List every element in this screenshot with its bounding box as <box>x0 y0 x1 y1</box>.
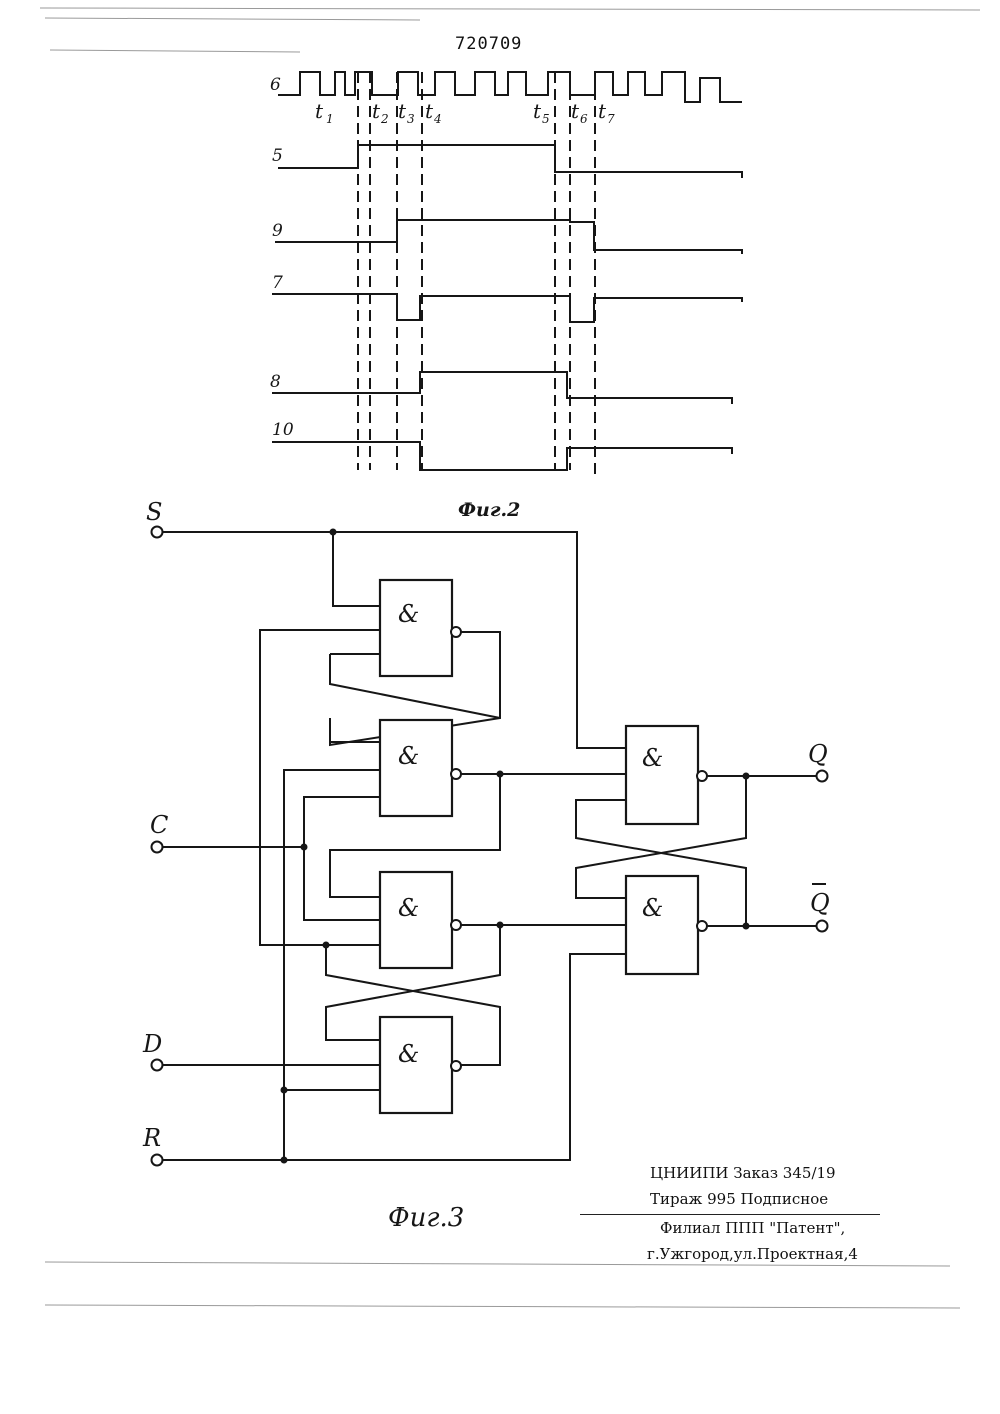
circuit-diagram: & & & & & <box>142 498 830 1233</box>
input-label-d: D <box>142 1030 162 1058</box>
svg-text:&: & <box>398 894 419 922</box>
waveform-6 <box>278 72 742 102</box>
svg-text:2: 2 <box>380 112 389 126</box>
timing-diagram: 6 5 9 7 8 10 t 1 t 2 t 3 t 4 <box>270 72 742 521</box>
waveform-10 <box>272 442 732 470</box>
svg-text:6: 6 <box>580 112 588 126</box>
output-pin-qbar <box>817 921 828 932</box>
time-label-t3: t 3 <box>398 99 415 126</box>
nand-gate-3: & <box>380 872 461 968</box>
time-label-t7: t 7 <box>598 99 615 126</box>
input-pin-c <box>152 842 163 853</box>
nand-gate-output-q: & <box>626 726 707 824</box>
svg-text:&: & <box>398 600 419 628</box>
time-label-t6: t 6 <box>571 99 588 126</box>
signal-label-5: 5 <box>272 146 283 166</box>
output-label-qbar: Q <box>810 884 830 917</box>
waveform-5 <box>278 145 742 178</box>
svg-text:t: t <box>425 99 434 123</box>
svg-text:t: t <box>398 99 407 123</box>
signal-label-10: 10 <box>272 420 294 440</box>
nand-gate-2: & <box>380 720 461 816</box>
imprint-line-1: ЦНИИПИ Заказ 345/19 <box>650 1160 980 1186</box>
fig3-caption: Фиг.3 <box>388 1203 464 1233</box>
signal-label-6: 6 <box>270 75 281 95</box>
circuit-junctions <box>281 529 750 1164</box>
waveform-7 <box>272 294 742 322</box>
time-label-t1: t 1 <box>315 99 334 126</box>
svg-text:3: 3 <box>407 112 415 126</box>
svg-text:t: t <box>372 99 381 123</box>
svg-text:Q: Q <box>810 889 830 917</box>
signal-label-9: 9 <box>272 221 283 241</box>
signal-label-7: 7 <box>272 273 283 293</box>
svg-text:&: & <box>398 742 419 770</box>
input-pin-d <box>152 1060 163 1071</box>
scan-noise <box>40 8 980 1308</box>
nand-gate-1: & <box>380 580 461 676</box>
imprint-line-2: Тираж 995 Подписное <box>650 1186 980 1212</box>
svg-text:1: 1 <box>326 112 334 126</box>
waveform-9 <box>275 220 742 254</box>
time-label-t5: t 5 <box>533 99 550 126</box>
fig2-caption: Фиг.2 <box>458 499 520 521</box>
svg-text:7: 7 <box>607 112 615 126</box>
svg-text:t: t <box>533 99 542 123</box>
svg-text:&: & <box>642 744 663 772</box>
svg-text:4: 4 <box>433 112 442 126</box>
signal-label-8: 8 <box>270 372 281 392</box>
imprint-line-4: г.Ужгород,ул.Проектная,4 <box>647 1241 980 1267</box>
svg-text:t: t <box>598 99 607 123</box>
imprint-line-3: Филиал ППП "Патент", <box>660 1215 980 1241</box>
svg-text:t: t <box>315 99 324 123</box>
svg-text:t: t <box>571 99 580 123</box>
nand-gate-output-qbar: & <box>626 876 707 974</box>
publication-imprint: ЦНИИПИ Заказ 345/19 Тираж 995 Подписное … <box>650 1160 980 1267</box>
time-label-t4: t 4 <box>425 99 442 126</box>
nand-gate-4: & <box>380 1017 461 1113</box>
svg-text:&: & <box>398 1040 419 1068</box>
time-label-t2: t 2 <box>372 99 389 126</box>
input-pin-s <box>152 527 163 538</box>
circuit-wires <box>162 532 818 1160</box>
input-label-r: R <box>142 1124 161 1152</box>
output-pin-q <box>817 771 828 782</box>
output-label-q: Q <box>808 740 828 768</box>
svg-text:&: & <box>642 894 663 922</box>
input-label-s: S <box>146 498 162 526</box>
input-pin-r <box>152 1155 163 1166</box>
svg-text:5: 5 <box>542 112 550 126</box>
waveform-8 <box>272 372 732 404</box>
input-label-c: C <box>150 811 168 839</box>
